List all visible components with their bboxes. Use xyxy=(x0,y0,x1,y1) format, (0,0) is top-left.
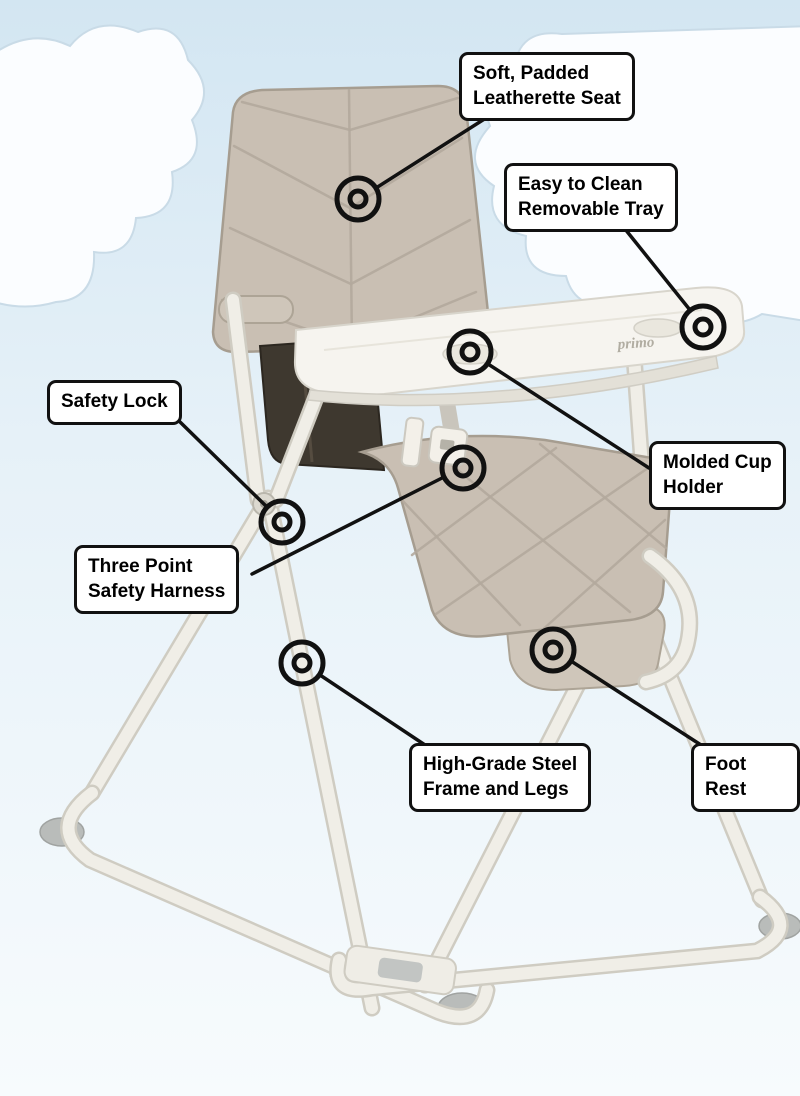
leader-line-seat xyxy=(374,116,488,190)
callout-foot-rest: Foot Rest xyxy=(691,743,800,813)
callout-removable-tray: Easy to Clean Removable Tray xyxy=(504,163,678,233)
leader-line-frame xyxy=(318,673,427,747)
fold-pedal xyxy=(343,944,457,996)
marker-frame xyxy=(278,639,326,687)
marker-lock xyxy=(258,498,306,546)
callout-steel-frame: High-Grade Steel Frame and Legs xyxy=(409,743,592,813)
leader-line-cup xyxy=(486,362,651,470)
tray: primo xyxy=(293,286,746,407)
callout-cup-holder: Molded Cup Holder xyxy=(649,441,786,511)
leader-line-foot xyxy=(569,659,703,747)
callout-soft-padded-seat: Soft, Padded Leatherette Seat xyxy=(459,52,635,122)
marker-tray xyxy=(679,303,727,351)
brand-logo: primo xyxy=(615,334,655,353)
leader-line-lock xyxy=(176,418,269,509)
marker-cup xyxy=(446,328,494,376)
callout-safety-harness: Three Point Safety Harness xyxy=(74,545,240,615)
leader-line-tray xyxy=(623,227,692,312)
marker-seat xyxy=(334,175,382,223)
callout-safety-lock: Safety Lock xyxy=(47,380,182,425)
leader-line-harness xyxy=(250,475,446,576)
marker-harness xyxy=(439,444,487,492)
seat-cushion-flap xyxy=(357,434,673,638)
cloud-left xyxy=(0,24,206,308)
marker-foot xyxy=(529,626,577,674)
